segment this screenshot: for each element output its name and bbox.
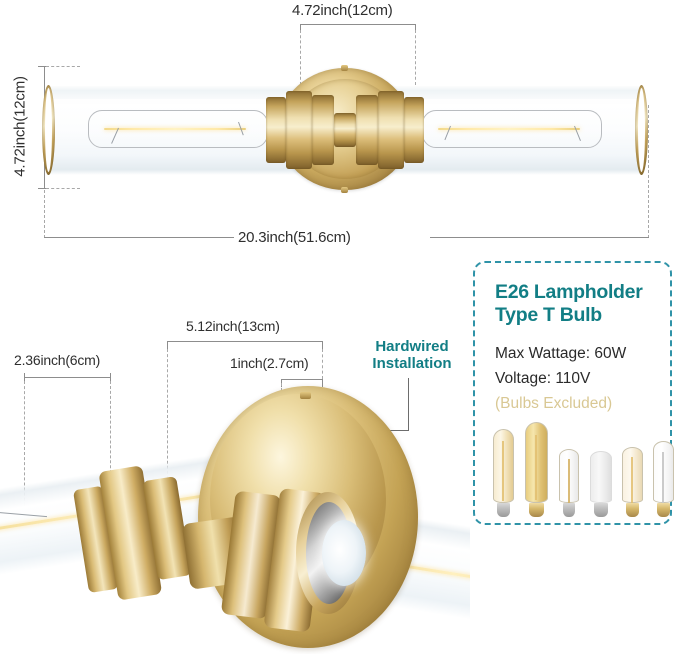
fixture-artwork [40,65,650,193]
bulb-filament-left [104,128,247,130]
canopy-height-guide-top [46,66,80,67]
brass-collar-left-outer [266,97,286,163]
canopy-height-label: 4.72inch(12cm) [11,76,29,177]
canopy-nub-bottom [341,187,348,193]
filament-bulb-right [422,110,602,148]
glass-diameter-bracket [24,377,111,378]
bulb-sample-6 [653,441,674,517]
backplate-diameter-tick-right [322,341,323,349]
glass-end-ring-right [635,85,648,175]
brass-collar-left-mid [286,91,312,169]
canopy-height-guide-bottom [46,188,80,189]
backplate-diameter-guide-right [322,349,323,379]
spec-title-line2: Type T Bulb [495,304,602,326]
closeup-socket-glow [322,520,366,586]
hardwired-callout-line1: Hardwired [375,338,449,355]
bulb-sample-6-filament [662,451,665,504]
bulb-sample-1 [493,429,514,517]
spec-bulbs-excluded-note: (Bulbs Excluded) [495,395,613,413]
hardwired-leader-horizontal [375,430,409,431]
bulb-sample-1-filament [502,441,505,502]
hardwired-callout-line2: Installation [372,355,452,373]
canopy-height-tick-bottom [38,188,46,189]
canopy-width-guide-left [300,30,301,85]
bulb-sample-5-base [625,503,640,517]
glass-end-ring-left [42,85,55,175]
bulb-sample-2-base [529,503,544,517]
bulb-sample-row [489,421,674,517]
backplate-diameter-tick-left [167,341,168,349]
backplate-depth-tick-right [322,379,323,387]
overall-length-label: 20.3inch(51.6cm) [238,229,351,246]
bulb-sample-3-filament [568,458,570,505]
spec-card-title: E26 Lampholder Type T Bulb [495,281,656,327]
canopy-width-label: 4.72inch(12cm) [292,2,393,19]
canopy-nub-top [341,65,348,71]
bulb-sample-3 [559,449,579,517]
brass-collar-left-inner [312,95,334,165]
glass-diameter-guide-left [24,381,25,521]
glass-diameter-tick-right [110,373,111,381]
glass-diameter-tick-left [24,373,25,381]
canopy-width-bracket [300,24,416,25]
bulb-sample-4-glass [590,451,612,503]
backplate-depth-label: 1inch(2.7cm) [230,355,309,371]
bulb-sample-2 [525,422,548,517]
brass-collar-right-outer [404,97,424,163]
backplate-diameter-guide-left [167,349,168,484]
closeup-artwork [0,380,470,654]
canopy-width-tick-left [300,24,301,32]
backplate-depth-bracket [281,379,323,380]
spec-title-line1: E26 Lampholder [495,281,643,303]
spec-max-wattage: Max Wattage: 60W [495,345,627,362]
bulb-sample-2-filament [535,435,538,500]
glass-diameter-label: 2.36inch(6cm) [14,352,101,368]
overall-length-guide-left [44,190,45,238]
brass-collar-right-mid [378,91,404,169]
backplate-diameter-bracket [167,341,323,342]
bulb-sample-5-filament [631,456,634,505]
glass-diameter-guide-right [110,381,111,493]
brass-center-hub [334,113,356,147]
overall-length-line-right [430,237,649,238]
bulb-sample-5 [622,447,643,517]
closeup-backplate-screw [300,392,311,399]
overall-length-line-left [44,237,234,238]
hardwired-callout: Hardwired Installation [362,338,462,373]
spec-voltage: Voltage: 110V [495,370,591,388]
canopy-width-tick-right [415,24,416,32]
overall-length-guide-right [648,105,649,238]
spec-card: E26 Lampholder Type T Bulb Max Wattage: … [473,261,674,525]
brass-collar-right-inner [356,95,378,165]
bulb-sample-3-base [562,503,576,517]
bulb-sample-1-base [496,503,511,517]
filament-bulb-left [88,110,268,148]
canopy-width-guide-right [415,30,416,85]
bulb-sample-6-base [656,503,671,517]
backplate-diameter-label: 5.12inch(13cm) [186,318,280,334]
bulb-filament-right [438,128,581,130]
hardwired-leader-vertical [408,378,409,431]
canopy-height-tick-top [38,66,46,67]
bulb-sample-4 [590,451,612,517]
bulb-sample-4-base [593,503,609,517]
